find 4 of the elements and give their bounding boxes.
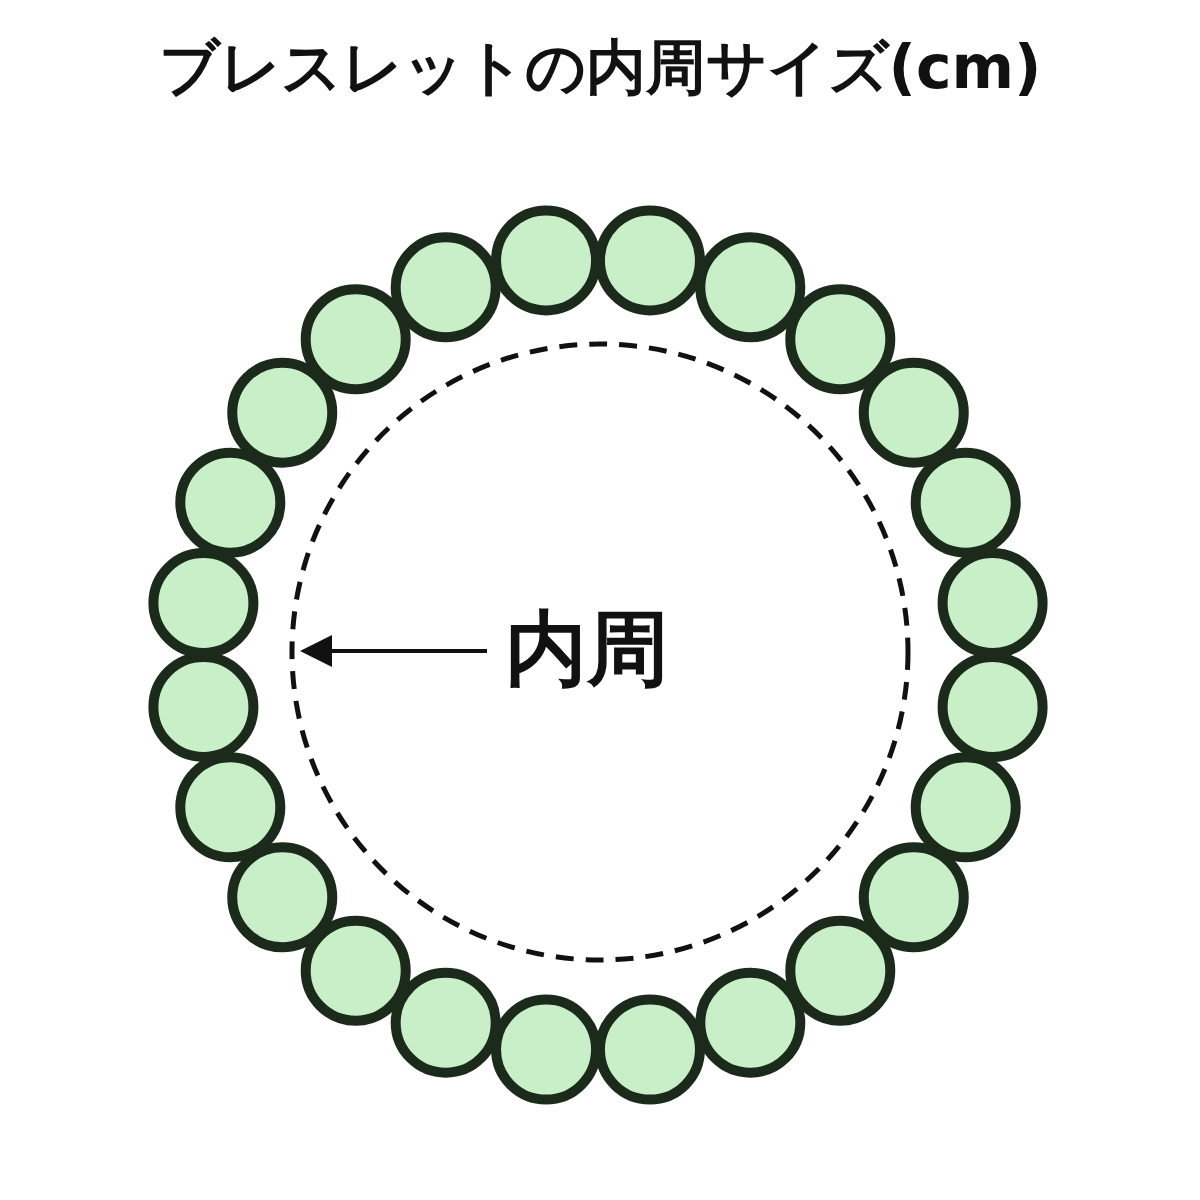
leader-arrow	[300, 635, 487, 667]
dashed-circle	[289, 341, 911, 963]
title: ブレスレットの内周サイズ(cm)	[157, 31, 1043, 104]
inner-circumference-label: 内周	[505, 608, 669, 690]
